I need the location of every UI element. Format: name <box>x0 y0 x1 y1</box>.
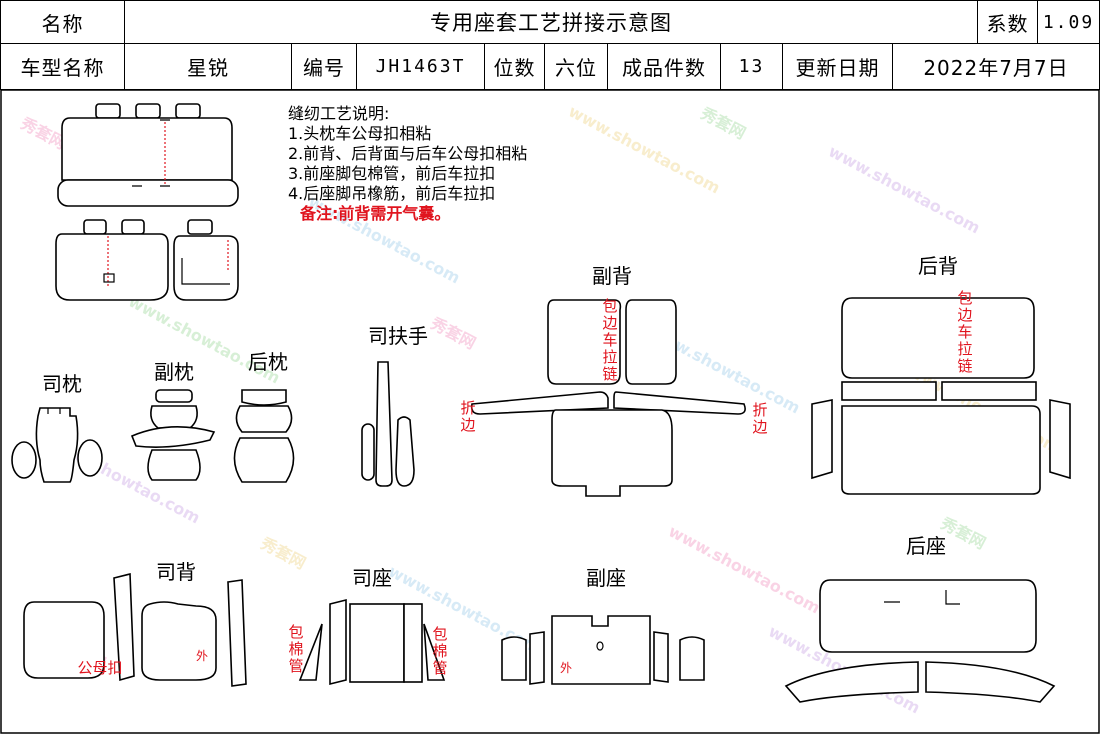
annotation-outer: 外 <box>195 649 208 663</box>
rear-seat-pieces <box>784 579 1056 703</box>
label-passenger-headrest: 副枕 <box>154 360 194 384</box>
passenger-seat-pieces <box>501 615 705 685</box>
code-label: 编号 <box>292 44 357 89</box>
label-driver-back: 司背 <box>156 560 196 584</box>
annotation-wrap-zipper: 包边车拉链 <box>602 297 618 383</box>
rear-back-pieces <box>811 297 1071 495</box>
overview-front-seats <box>55 219 239 301</box>
coef-label: 系数 <box>978 1 1038 43</box>
annotation-outer: 外 <box>559 661 572 675</box>
passenger-back-pieces <box>470 299 746 497</box>
model-label: 车型名称 <box>0 44 125 89</box>
driver-armrest-pieces <box>361 361 415 487</box>
notes-item: 4.后座脚吊橡筋，前后车拉扣 <box>288 184 496 203</box>
model-value: 星锐 <box>125 44 292 89</box>
drawing-frame <box>0 89 1100 734</box>
notes-item: 3.前座脚包棉管，前后车拉扣 <box>288 164 496 183</box>
label-driver-armrest: 司扶手 <box>368 324 428 348</box>
pieces-label: 成品件数 <box>608 44 721 89</box>
label-rear-back: 后背 <box>918 254 958 278</box>
sheet-title: 专用座套工艺拼接示意图 <box>125 1 978 43</box>
overview-rear-bench <box>57 103 239 207</box>
update-label: 更新日期 <box>783 44 893 89</box>
notes-heading: 缝纫工艺说明: <box>288 104 390 123</box>
annotation-fold-edge: 折边 <box>460 399 476 434</box>
driver-headrest-pieces <box>11 407 103 483</box>
name-label: 名称 <box>0 1 125 43</box>
label-rear-seat: 后座 <box>906 534 946 558</box>
annotation-fold-edge: 折边 <box>752 401 768 436</box>
label-passenger-seat: 副座 <box>586 566 626 590</box>
seats-label: 位数 <box>485 44 545 89</box>
label-driver-headrest: 司枕 <box>42 372 82 396</box>
annotation-wrap-zipper: 包边车拉链 <box>957 289 973 375</box>
sewing-notes: 缝纫工艺说明: 1.头枕车公母扣相粘 2.前背、后背面与后车公母扣相粘 3.前座… <box>288 104 527 224</box>
pieces-value: 13 <box>721 44 783 89</box>
driver-seat-pieces <box>298 598 446 686</box>
driver-back-pieces <box>23 572 247 687</box>
annotation-cotton-pipe: 包棉管 <box>432 625 448 677</box>
label-driver-seat: 司座 <box>352 566 392 590</box>
passenger-headrest-pieces <box>130 389 216 481</box>
notes-item: 1.头枕车公母扣相粘 <box>288 124 432 143</box>
rear-headrest-pieces <box>233 389 295 483</box>
annotation-snap-button: 公母扣 <box>77 659 123 677</box>
label-rear-headrest: 后枕 <box>248 350 288 374</box>
label-passenger-back: 副背 <box>592 264 632 288</box>
annotation-cotton-pipe: 包棉管 <box>288 623 304 675</box>
notes-remark: 备注:前背需开气囊。 <box>300 204 451 223</box>
seats-value: 六位 <box>545 44 608 89</box>
notes-item: 2.前背、后背面与后车公母扣相粘 <box>288 144 528 163</box>
code-value: JH1463T <box>357 44 485 89</box>
